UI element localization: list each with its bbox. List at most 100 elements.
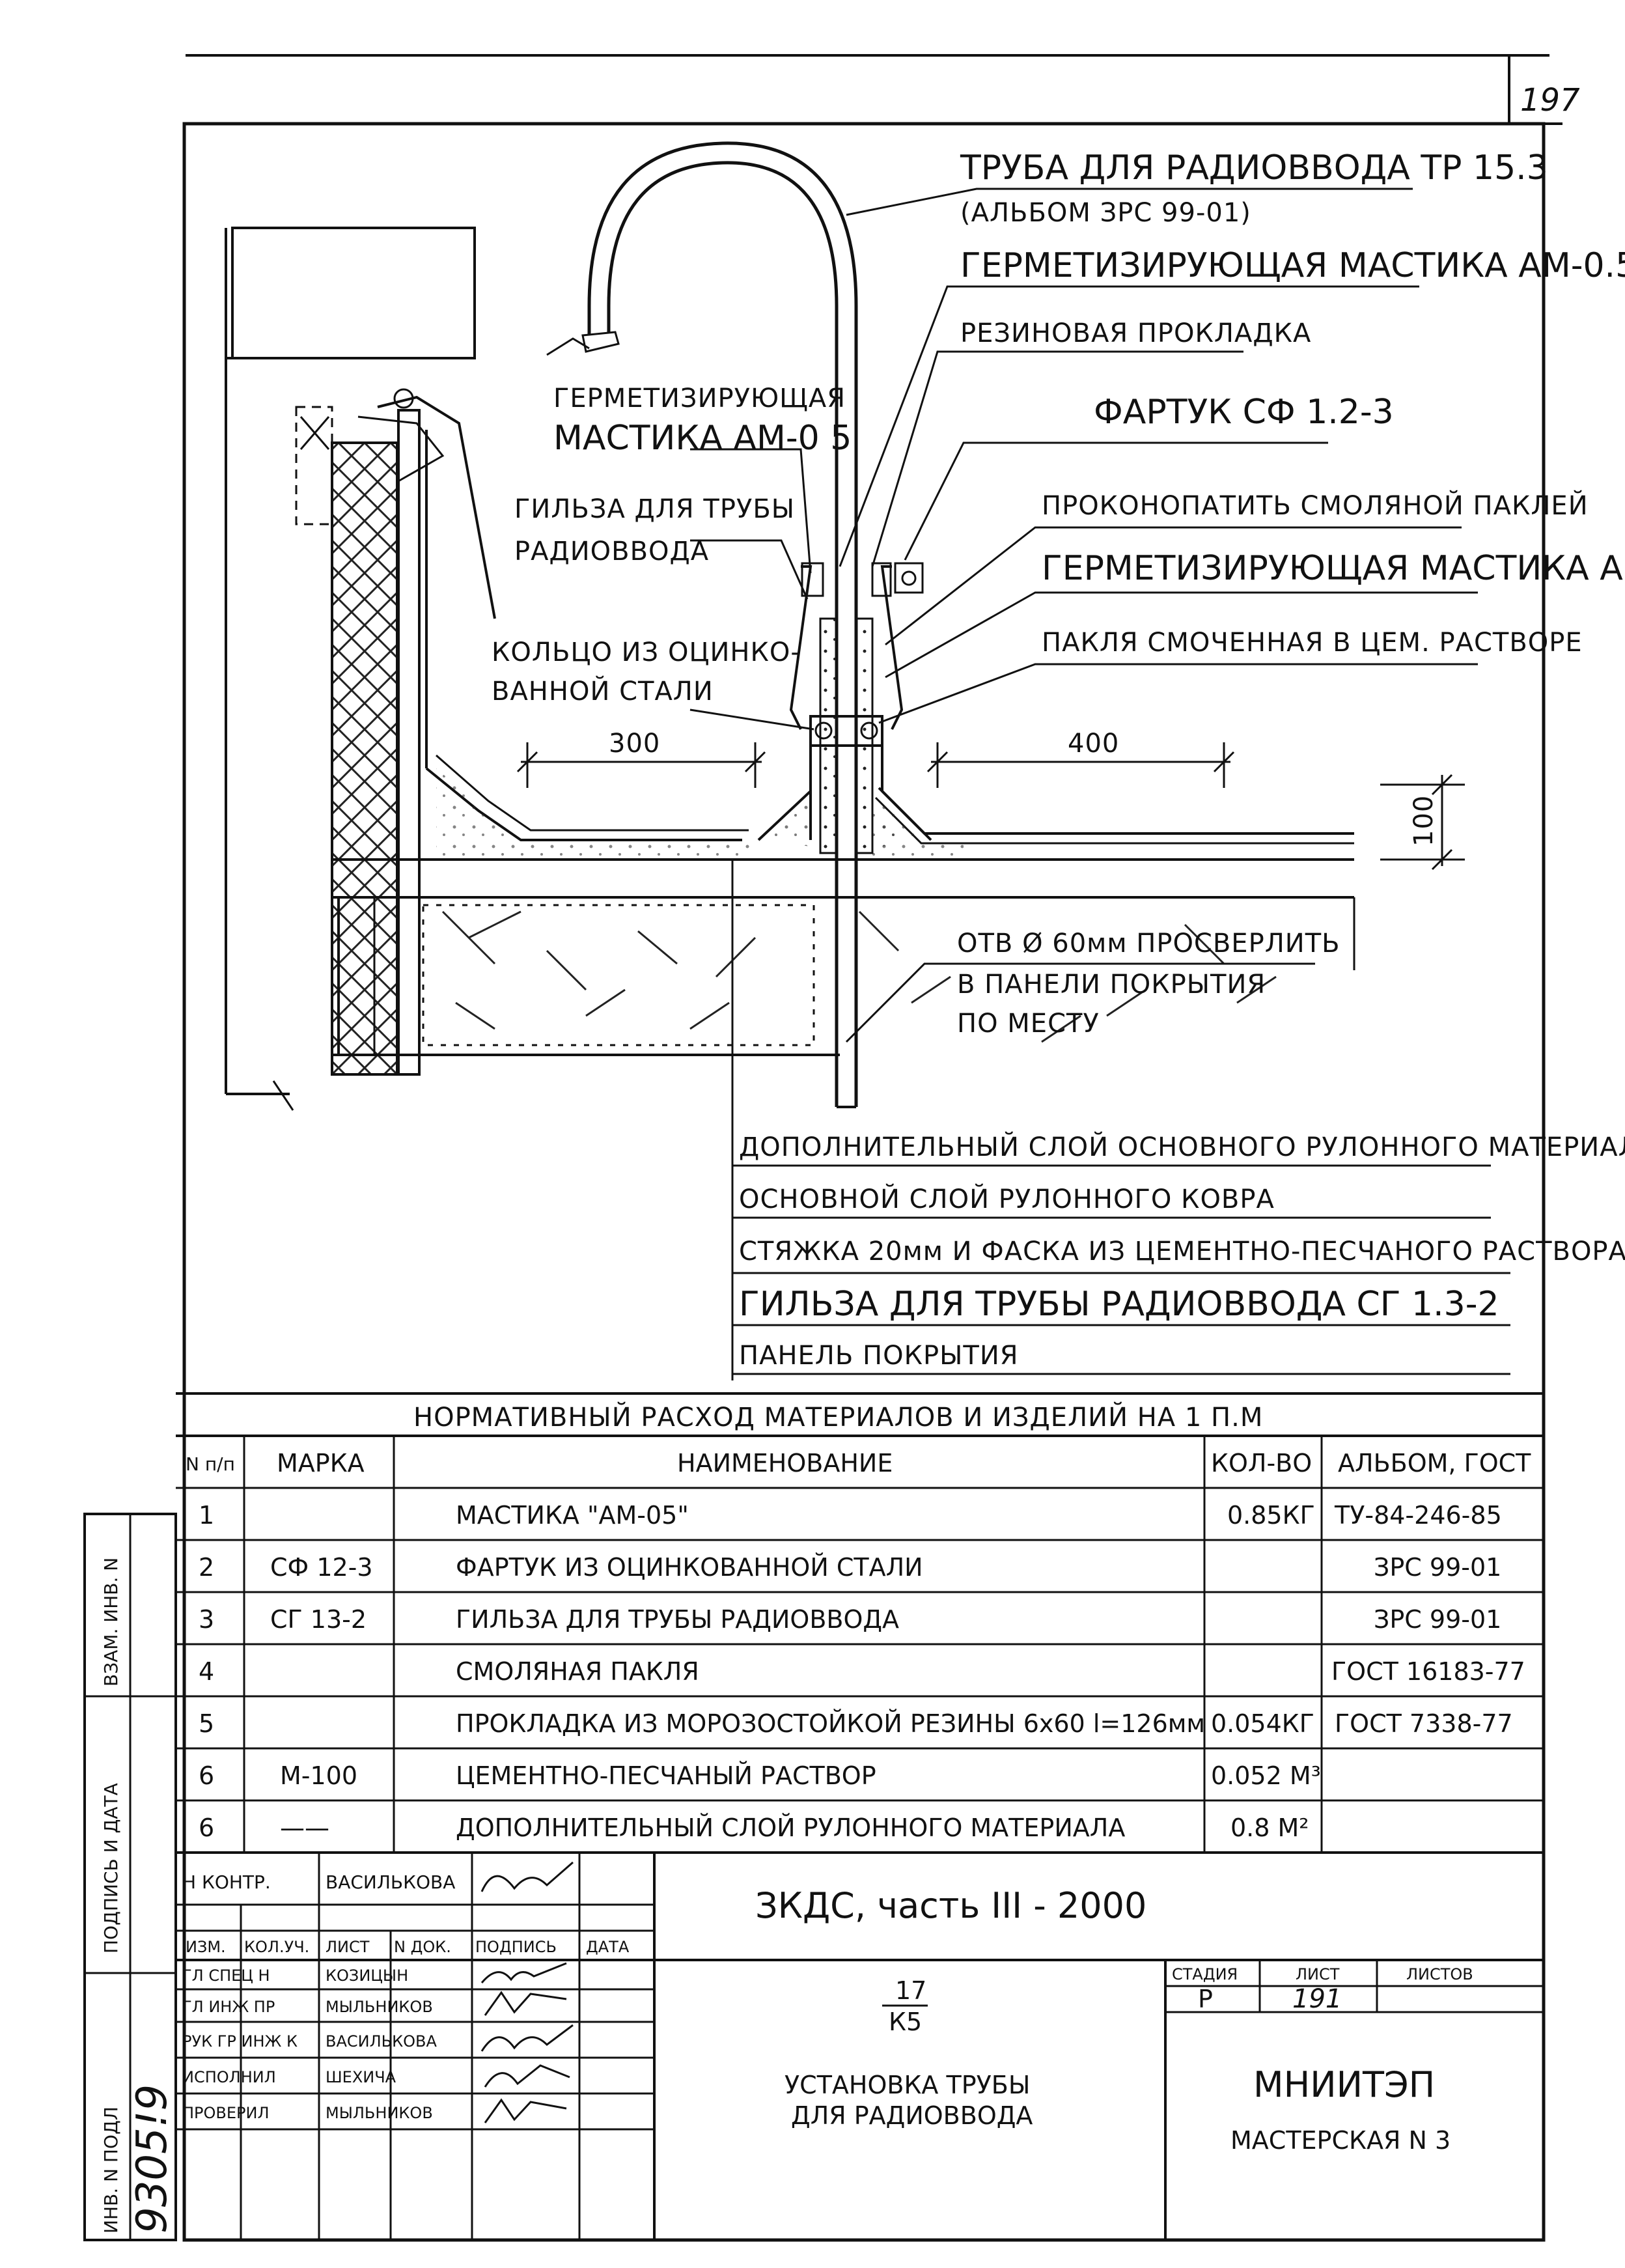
person-3-role: РУК ГР ИНЖ К [182,2032,298,2051]
row-5-name: ПРОКЛАДКА ИЗ МОРОЗОСТОЙКОЙ РЕЗИНЫ 6х60 l… [456,1709,1205,1738]
stage-label: СТАДИЯ [1172,1965,1238,1983]
person-5-name: МЫЛЬНИКОВ [326,2104,433,2122]
callout-caulk: ПРОКОНОПАТИТЬ СМОЛЯНОЙ ПАКЛЕЙ [1042,490,1589,521]
row-2-mark: СФ 12-3 [270,1553,373,1582]
tb-header-ndok: N ДОК. [394,1938,451,1956]
node-code: К5 [889,2008,922,2036]
table-row: 6 М-100 ЦЕМЕНТНО-ПЕСЧАНЫЙ РАСТВОР 0.052 … [199,1761,1321,1790]
row-3-mark: СГ 13-2 [270,1605,367,1634]
callout-sleeve-2: РАДИОВВОДА [514,537,709,567]
person-row: ПРОВЕРИЛ МЫЛЬНИКОВ [182,2098,567,2123]
person-1-role: ГЛ СПЕЦ Н [182,1967,270,1985]
row-6-num: 6 [199,1761,214,1790]
callout-mastic-top: ГЕРМЕТИЗИРУЮЩАЯ МАСТИКА АМ-0.5 [960,246,1625,285]
callout-mastic-right: ГЕРМЕТИЗИРУЮЩАЯ МАСТИКА АМ-0.5 [1042,549,1625,588]
row-5-qty: 0.054КГ [1211,1709,1314,1738]
materials-table: НОРМАТИВНЫЙ РАСХОД МАТЕРИАЛОВ И ИЗДЕЛИЙ … [176,1392,1544,1854]
table-row: 6 —— ДОПОЛНИТЕЛЬНЫЙ СЛОЙ РУЛОННОГО МАТЕР… [199,1813,1309,1842]
callout-drill-2: В ПАНЕЛИ ПОКРЫТИЯ [957,970,1266,1000]
drawing-title-1: УСТАНОВКА ТРУБЫ [785,2071,1030,2099]
person-3-name: ВАСИЛЬКОВА [326,2032,438,2051]
person-row: ГЛ СПЕЦ Н КОЗИЦЫН [182,1962,567,1985]
row-7-qty: 0.8 М² [1230,1813,1309,1842]
tb-header-izm: ИЗМ. [186,1938,226,1956]
header-num: N п/п [186,1453,235,1475]
callout-apron: ФАРТУК СФ 1.2-3 [1094,393,1394,432]
person-2-name: МЫЛЬНИКОВ [326,1998,433,2016]
row-5-num: 5 [199,1709,214,1738]
tb-header-kolich: КОЛ.УЧ. [244,1938,309,1956]
callout-drill-3: ПО МЕСТУ [957,1009,1100,1039]
callout-ring-1: КОЛЬЦО ИЗ ОЦИНКО- [492,637,801,667]
table-row: 4 СМОЛЯНАЯ ПАКЛЯ ГОСТ 16183-77 [199,1657,1525,1686]
tb-header-list: ЛИСТ [326,1938,370,1956]
callout-ring-2: ВАННОЙ СТАЛИ [492,675,714,707]
row-2-std: ЗРС 99-01 [1374,1553,1501,1582]
header-std: АЛЬБОМ, ГОСТ [1338,1449,1531,1477]
layer-1: ДОПОЛНИТЕЛЬНЫЙ СЛОЙ ОСНОВНОГО РУЛОННОГО … [739,1131,1625,1162]
callout-sleeve-1: ГИЛЬЗА ДЛЯ ТРУБЫ [514,494,795,524]
header-mark: МАРКА [277,1449,365,1477]
dimension-400: 400 [1068,729,1119,759]
row-5-std: ГОСТ 7338-77 [1335,1709,1513,1738]
person-1-name: КОЗИЦЫН [326,1967,408,1985]
row-3-num: 3 [199,1605,214,1634]
tb-header-data: ДАТА [586,1938,630,1956]
callout-oakum: ПАКЛЯ СМОЧЕННАЯ В ЦЕМ. РАСТВОРЕ [1042,628,1583,658]
drawing-title-2: ДЛЯ РАДИОВВОДА [791,2101,1033,2130]
row-7-name: ДОПОЛНИТЕЛЬНЫЙ СЛОЙ РУЛОННОГО МАТЕРИАЛА [456,1813,1125,1842]
organization: МНИИТЭП [1253,2064,1435,2105]
n-kontr-label: Н КОНТР. [182,1871,271,1893]
row-1-std: ТУ-84-246-85 [1334,1501,1502,1530]
row-3-std: ЗРС 99-01 [1374,1605,1501,1634]
row-7-num: 6 [199,1813,214,1842]
layer-3: СТЯЖКА 20мм И ФАСКА ИЗ ЦЕМЕНТНО-ПЕСЧАНОГ… [739,1237,1625,1267]
side-label-sign: ПОДПИСЬ И ДАТА [100,1783,122,1953]
table-row: 1 МАСТИКА "АМ-05" 0.85КГ ТУ-84-246-85 [199,1501,1502,1530]
row-7-mark: —— [280,1813,329,1842]
detail-drawing: 300 400 100 ТРУБА ДЛЯ РАДИОВВОДА ТР 15.3… [225,141,1625,1380]
person-row: ИСПОЛНИЛ ШЕХИЧА [182,2064,570,2088]
callout-drill-1: ОТВ Ø 60мм ПРОСВЕРЛИТЬ [957,929,1340,959]
header-qty: КОЛ-ВО [1211,1449,1312,1477]
side-label-inv: ИНВ. N ПОДЛ [100,2107,122,2233]
table-row: 5 ПРОКЛАДКА ИЗ МОРОЗОСТОЙКОЙ РЕЗИНЫ 6х60… [199,1709,1513,1738]
workshop: МАСТЕРСКАЯ N 3 [1230,2126,1451,2155]
row-1-name: МАСТИКА "АМ-05" [456,1501,689,1530]
dimension-300: 300 [609,729,660,759]
person-5-role: ПРОВЕРИЛ [182,2104,270,2122]
callout-mastic-left-2: МАСТИКА АМ-0 5 [553,419,852,458]
tb-header-podpis: ПОДПИСЬ [475,1938,557,1956]
row-2-num: 2 [199,1553,214,1582]
person-4-role: ИСПОЛНИЛ [182,2068,276,2086]
handwritten-inv-number: 9305!9 [128,2084,176,2233]
sheet-label: ЛИСТ [1296,1965,1340,1983]
n-kontr-name: ВАСИЛЬКОВА [326,1871,455,1893]
person-2-role: ГЛ ИНЖ ПР [182,1998,275,2016]
title-block: Н КОНТР. ВАСИЛЬКОВА ИЗМ. КОЛ.УЧ. ЛИСТ N … [174,1853,1544,2240]
callout-mastic-left-1: ГЕРМЕТИЗИРУЮЩАЯ [553,384,846,413]
layer-4: ГИЛЬЗА ДЛЯ ТРУБЫ РАДИОВВОДА СГ 1.3-2 [739,1285,1499,1324]
materials-table-title: НОРМАТИВНЫЙ РАСХОД МАТЕРИАЛОВ И ИЗДЕЛИЙ … [413,1401,1263,1433]
row-4-name: СМОЛЯНАЯ ПАКЛЯ [456,1657,699,1686]
row-3-name: ГИЛЬЗА ДЛЯ ТРУБЫ РАДИОВВОДА [456,1605,899,1634]
side-stamp: ИНВ. N ПОДЛ ПОДПИСЬ И ДАТА ВЗАМ. ИНВ. N … [83,1513,177,2241]
sheets-label: ЛИСТОВ [1406,1965,1473,1983]
sheet-value: 191 [1292,1984,1342,2014]
dimension-100: 100 [1409,795,1439,847]
header-name: НАИМЕНОВАНИЕ [677,1449,893,1477]
table-row: 3 СГ 13-2 ГИЛЬЗА ДЛЯ ТРУБЫ РАДИОВВОДА ЗР… [199,1605,1501,1634]
person-4-name: ШЕХИЧА [326,2068,396,2086]
row-6-qty: 0.052 М³ [1211,1761,1321,1790]
row-1-num: 1 [199,1501,214,1530]
row-2-name: ФАРТУК ИЗ ОЦИНКОВАННОЙ СТАЛИ [456,1553,923,1582]
layer-2: ОСНОВНОЙ СЛОЙ РУЛОННОГО КОВРА [739,1183,1275,1214]
row-1-qty: 0.85КГ [1227,1501,1315,1530]
side-label-replace: ВЗАМ. ИНВ. N [100,1558,122,1687]
callout-rubber-gasket: РЕЗИНОВАЯ ПРОКЛАДКА [960,318,1311,348]
callout-pipe: ТРУБА ДЛЯ РАДИОВВОДА ТР 15.3 [960,148,1548,188]
layer-5: ПАНЕЛЬ ПОКРЫТИЯ [739,1341,1019,1371]
person-row: РУК ГР ИНЖ К ВАСИЛЬКОВА [182,2024,574,2052]
row-6-mark: М-100 [280,1761,357,1790]
